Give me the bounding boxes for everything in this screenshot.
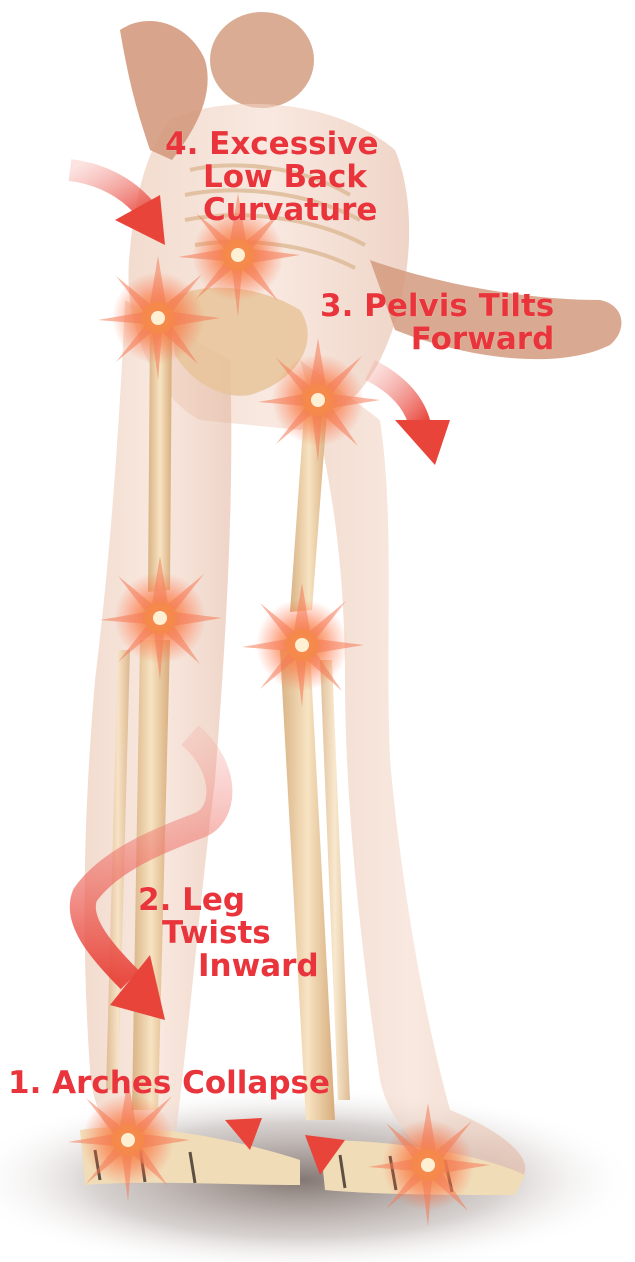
label-step-4: 4. Excessive Low Back Curvature [165, 128, 378, 227]
label-step-2-line1: 2. Leg [138, 884, 319, 917]
label-step-2-line2: Twists [138, 917, 319, 950]
label-step-4-line1: 4. Excessive [165, 128, 378, 161]
label-step-3-line2: Forward [320, 323, 554, 356]
label-step-1-line1: 1. Arches Collapse [8, 1067, 330, 1100]
label-step-4-line2: Low Back [165, 161, 378, 194]
label-step-2: 2. Leg Twists Inward [138, 884, 319, 983]
label-step-2-line3: Inward [138, 950, 319, 983]
label-step-3-line1: 3. Pelvis Tilts [320, 290, 554, 323]
label-step-1: 1. Arches Collapse [8, 1067, 330, 1100]
label-step-4-line3: Curvature [165, 194, 378, 227]
label-step-3: 3. Pelvis Tilts Forward [320, 290, 554, 356]
